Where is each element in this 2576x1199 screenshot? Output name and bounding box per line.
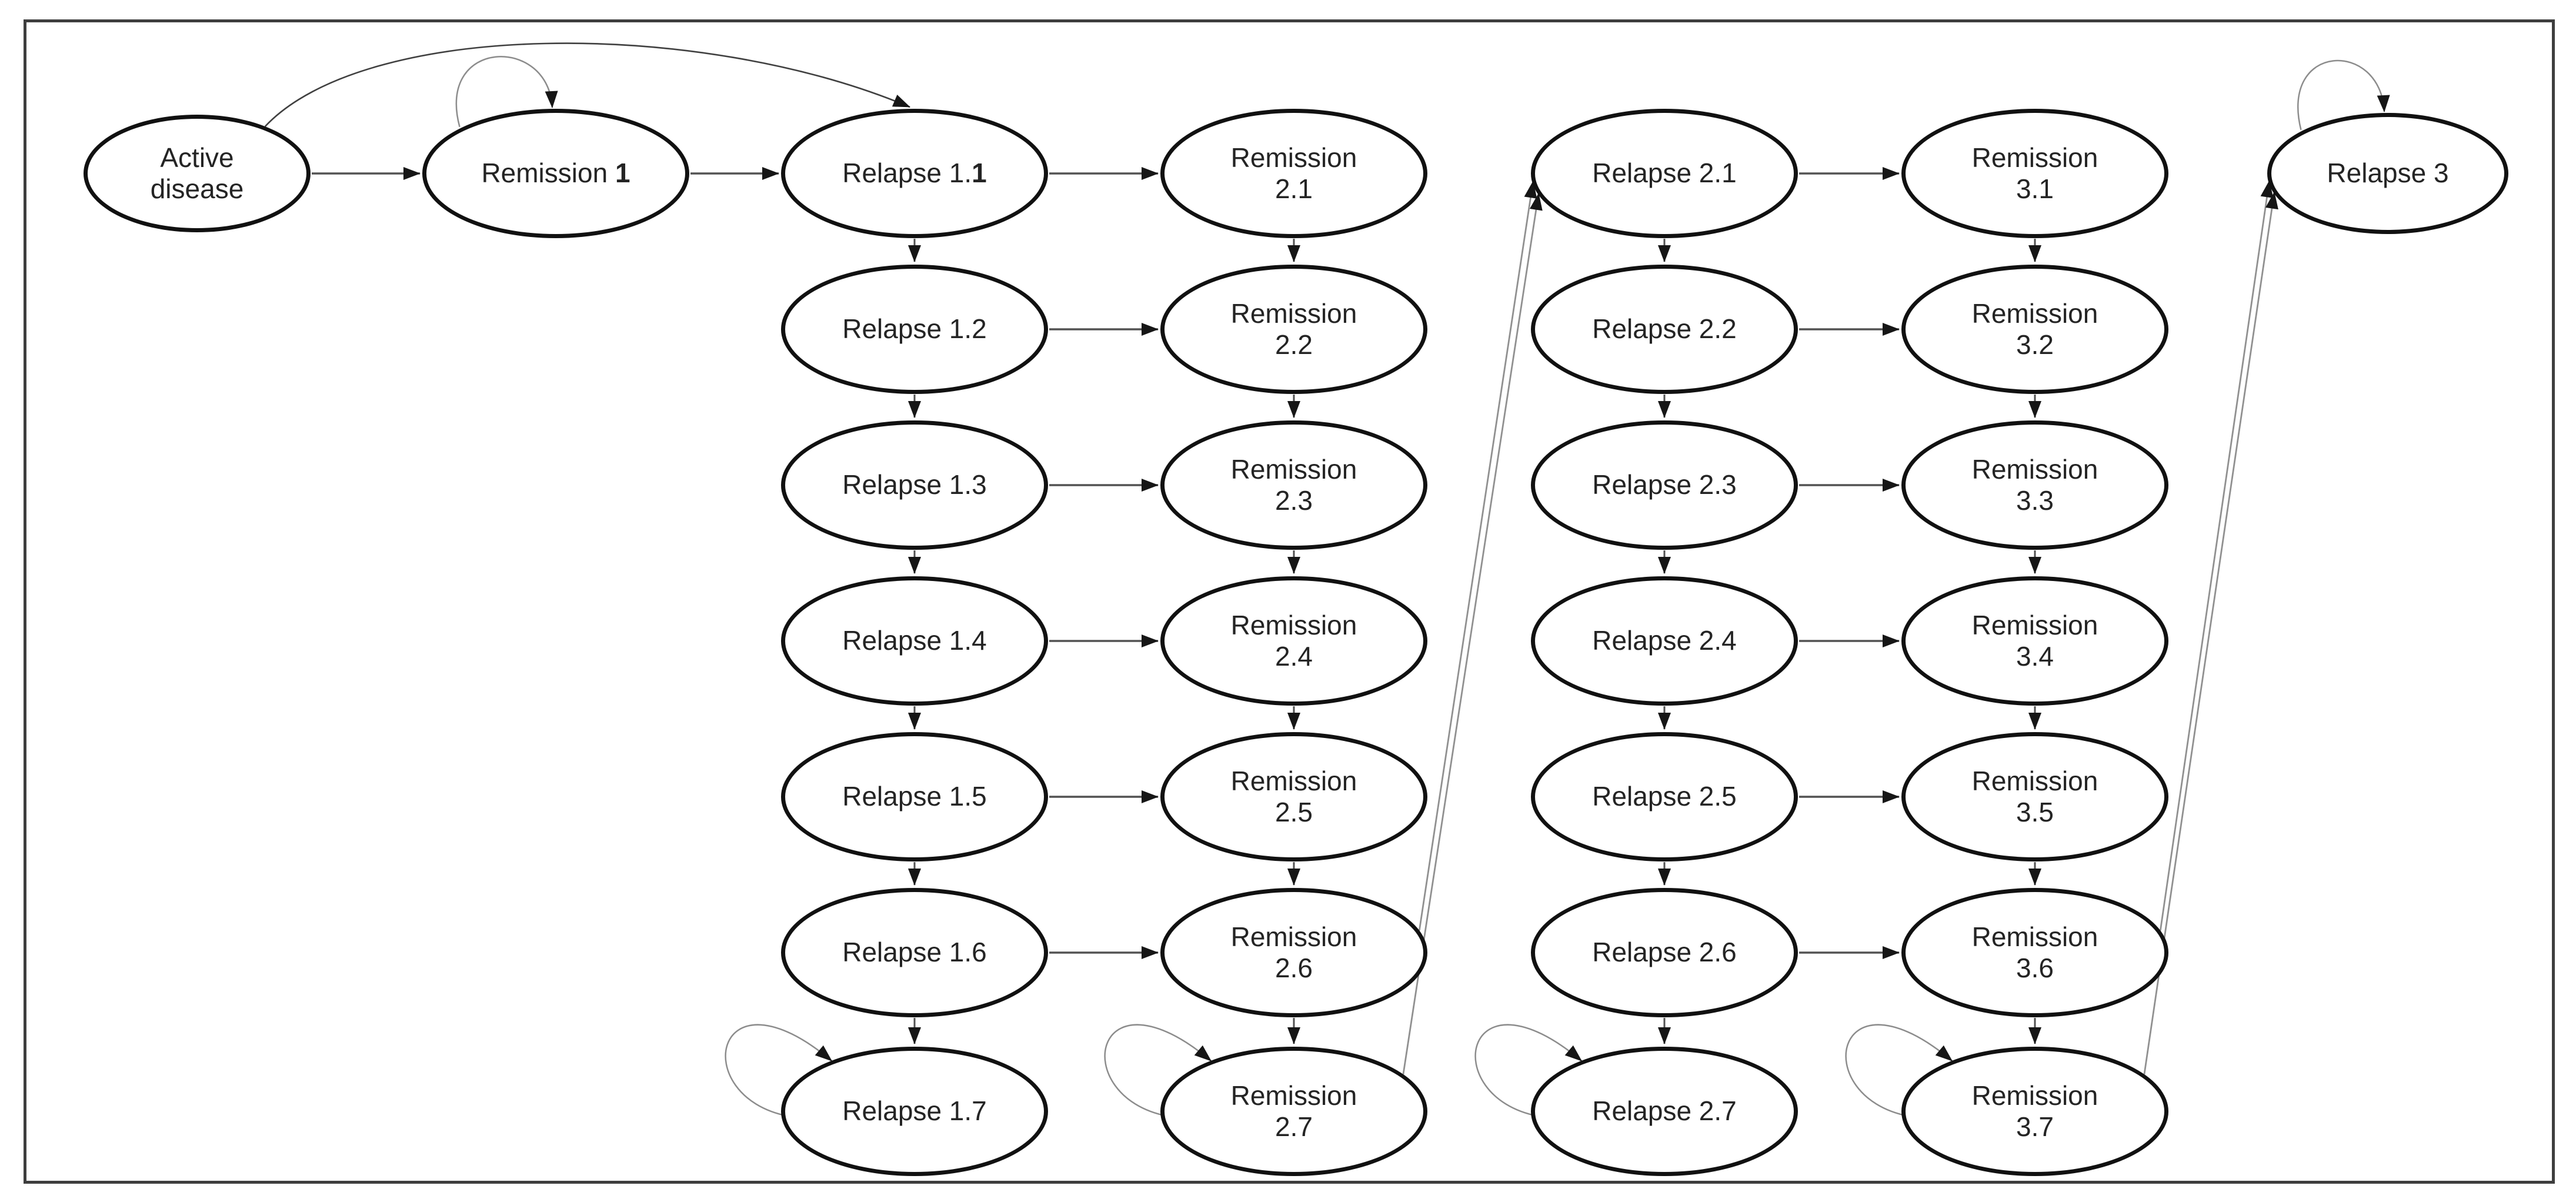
state-label-line2: 3.5: [2016, 797, 2054, 827]
state-label: Relapse 1.3: [842, 469, 987, 500]
state-label: Remission: [1971, 453, 2098, 485]
state-label-line2: 3.6: [2016, 953, 2054, 983]
state-label: Remission: [1971, 609, 2098, 640]
state-node-relapse-1-4: Relapse 1.4: [781, 576, 1048, 706]
state-label: Remission: [1971, 298, 2098, 329]
state-label: Remission: [1971, 1080, 2098, 1111]
edge-remission-2-7-to-relapse-2-1: [1402, 193, 1543, 1075]
state-label: Relapse 2.6: [1592, 937, 1737, 968]
state-label: Remission: [1230, 765, 1357, 796]
state-label: Remission: [1230, 1080, 1357, 1111]
state-label-line2: disease: [150, 173, 244, 204]
state-node-relapse-2-1: Relapse 2.1: [1531, 109, 1798, 238]
state-label-line2: 2.4: [1275, 641, 1313, 672]
edge-remission-3-6-to-relapse-3: [2159, 180, 2274, 931]
state-label: Relapse 3: [2327, 158, 2449, 189]
state-node-relapse-1-5: Relapse 1.5: [781, 732, 1048, 861]
state-node-relapse-2-5: Relapse 2.5: [1531, 732, 1798, 861]
state-node-relapse-2-4: Relapse 2.4: [1531, 576, 1798, 706]
state-node-relapse-3: Relapse 3: [2267, 113, 2508, 234]
edge-remission-1-to-remission-1: [455, 56, 558, 128]
state-label: Relapse 2.2: [1592, 313, 1737, 345]
state-label: Relapse 2.7: [1592, 1096, 1737, 1127]
state-node-remission-1: Remission 1: [422, 109, 689, 238]
state-label-line2: 3.3: [2016, 485, 2054, 516]
state-node-relapse-1-3: Relapse 1.3: [781, 420, 1048, 550]
state-label: Relapse 2.5: [1592, 781, 1737, 812]
diagram-frame: [24, 19, 2555, 1184]
state-label: Remission: [1971, 921, 2098, 952]
state-node-relapse-2-7: Relapse 2.7: [1531, 1047, 1798, 1176]
state-label: Remission: [1230, 921, 1357, 952]
state-label-line2: 2.1: [1275, 173, 1313, 204]
state-node-relapse-1-7: Relapse 1.7: [781, 1047, 1048, 1176]
state-label: Remission: [1971, 142, 2098, 173]
edge-remission-3-7-to-relapse-3: [2143, 191, 2278, 1075]
state-label: Relapse 1.5: [842, 781, 987, 812]
state-node-relapse-2-2: Relapse 2.2: [1531, 265, 1798, 394]
state-label-bold-part: 1: [615, 158, 630, 189]
state-label: Remission: [1230, 609, 1357, 640]
state-node-relapse-1-1: Relapse 1.1: [781, 109, 1048, 238]
edge-relapse-2-7-to-relapse-2-7: [1474, 1024, 1583, 1117]
state-label-line2: 2.2: [1275, 329, 1313, 360]
state-label: Relapse 2.1: [1592, 158, 1737, 189]
state-label-line2: 2.7: [1275, 1111, 1313, 1142]
state-label-line2: 2.6: [1275, 953, 1313, 983]
state-label: Remission: [1230, 453, 1357, 485]
state-label: Relapse 2.3: [1592, 469, 1737, 500]
state-label: Remission 1: [481, 158, 630, 189]
state-label: Remission: [1971, 765, 2098, 796]
state-label-line2: 2.3: [1275, 485, 1313, 516]
state-node-relapse-2-3: Relapse 2.3: [1531, 420, 1798, 550]
state-label-line2: 3.1: [2016, 173, 2054, 204]
state-label-line2: 3.4: [2016, 641, 2054, 672]
state-label: Remission: [1230, 298, 1357, 329]
state-label-bold-part: 1: [972, 158, 987, 189]
state-label: Remission: [1230, 142, 1357, 173]
state-label: Active: [160, 142, 234, 173]
state-label: Relapse 2.4: [1592, 625, 1737, 656]
edge-relapse-3-to-relapse-3: [2297, 59, 2390, 131]
state-label-line2: 2.5: [1275, 797, 1313, 827]
state-label: Relapse 1.7: [842, 1096, 987, 1127]
state-label-line2: 3.2: [2016, 329, 2054, 360]
edge-relapse-1-7-to-relapse-1-7: [725, 1024, 833, 1117]
state-label: Relapse 1.2: [842, 313, 987, 345]
state-node-relapse-2-6: Relapse 2.6: [1531, 888, 1798, 1017]
edge-remission-2-6-to-relapse-2-1: [1418, 181, 1537, 931]
state-label: Relapse 1.6: [842, 937, 987, 968]
state-node-relapse-1-6: Relapse 1.6: [781, 888, 1048, 1017]
state-label: Relapse 1.4: [842, 625, 987, 656]
edge-active-to-relapse-1-1: [264, 42, 910, 127]
state-label: Relapse 1.1: [842, 158, 987, 189]
state-label-line2: 3.7: [2016, 1111, 2054, 1142]
state-node-relapse-1-2: Relapse 1.2: [781, 265, 1048, 394]
edge-remission-3-7-to-remission-3-7: [1845, 1024, 1953, 1117]
edge-remission-2-7-to-remission-2-7: [1104, 1024, 1212, 1117]
